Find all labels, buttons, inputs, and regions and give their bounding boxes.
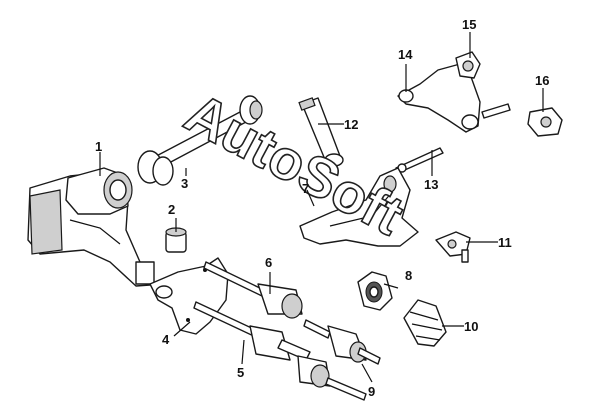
stabilizer-rod-part: [395, 147, 444, 174]
callout-12: 12: [344, 117, 358, 132]
callout-10: 10: [464, 319, 478, 334]
callout-14: 14: [398, 47, 413, 62]
callout-6: 6: [265, 255, 272, 270]
callout-16: 16: [535, 73, 549, 88]
inner-drive-shaft-part: [203, 261, 303, 319]
callout-1: 1: [95, 139, 102, 154]
outer-axle-shaft-part: [303, 319, 381, 365]
arm-bushing-part: [357, 271, 393, 311]
drive-shaft-part: [193, 301, 367, 401]
callout-7: 7: [302, 181, 309, 196]
callout-2: 2: [168, 202, 175, 217]
differential-housing-part: [27, 167, 155, 287]
cv-boot-part: [403, 299, 447, 347]
ball-joint-part: [455, 51, 481, 79]
callout-labels: 1 2 3 4 5 6 7 8 9 10 11 12 13 14 15 16: [95, 17, 549, 399]
callout-11: 11: [498, 235, 512, 250]
lower-control-arm-part: [299, 167, 419, 247]
callout-8: 8: [405, 268, 412, 283]
callout-3: 3: [181, 176, 188, 191]
callout-5: 5: [237, 365, 244, 380]
pivot-bushing-part: [527, 107, 563, 137]
callout-4: 4: [162, 332, 170, 347]
callout-15: 15: [462, 17, 476, 32]
upper-control-arm-part: [397, 63, 511, 133]
propeller-shaft-part: [137, 95, 263, 186]
callout-9: 9: [368, 384, 375, 399]
autosoft-watermark: AutoSoft: [175, 80, 413, 247]
leader-lines: [99, 32, 544, 383]
shock-absorber-part: [298, 97, 344, 167]
lower-ball-joint-part: [435, 231, 471, 263]
callout-13: 13: [424, 177, 438, 192]
